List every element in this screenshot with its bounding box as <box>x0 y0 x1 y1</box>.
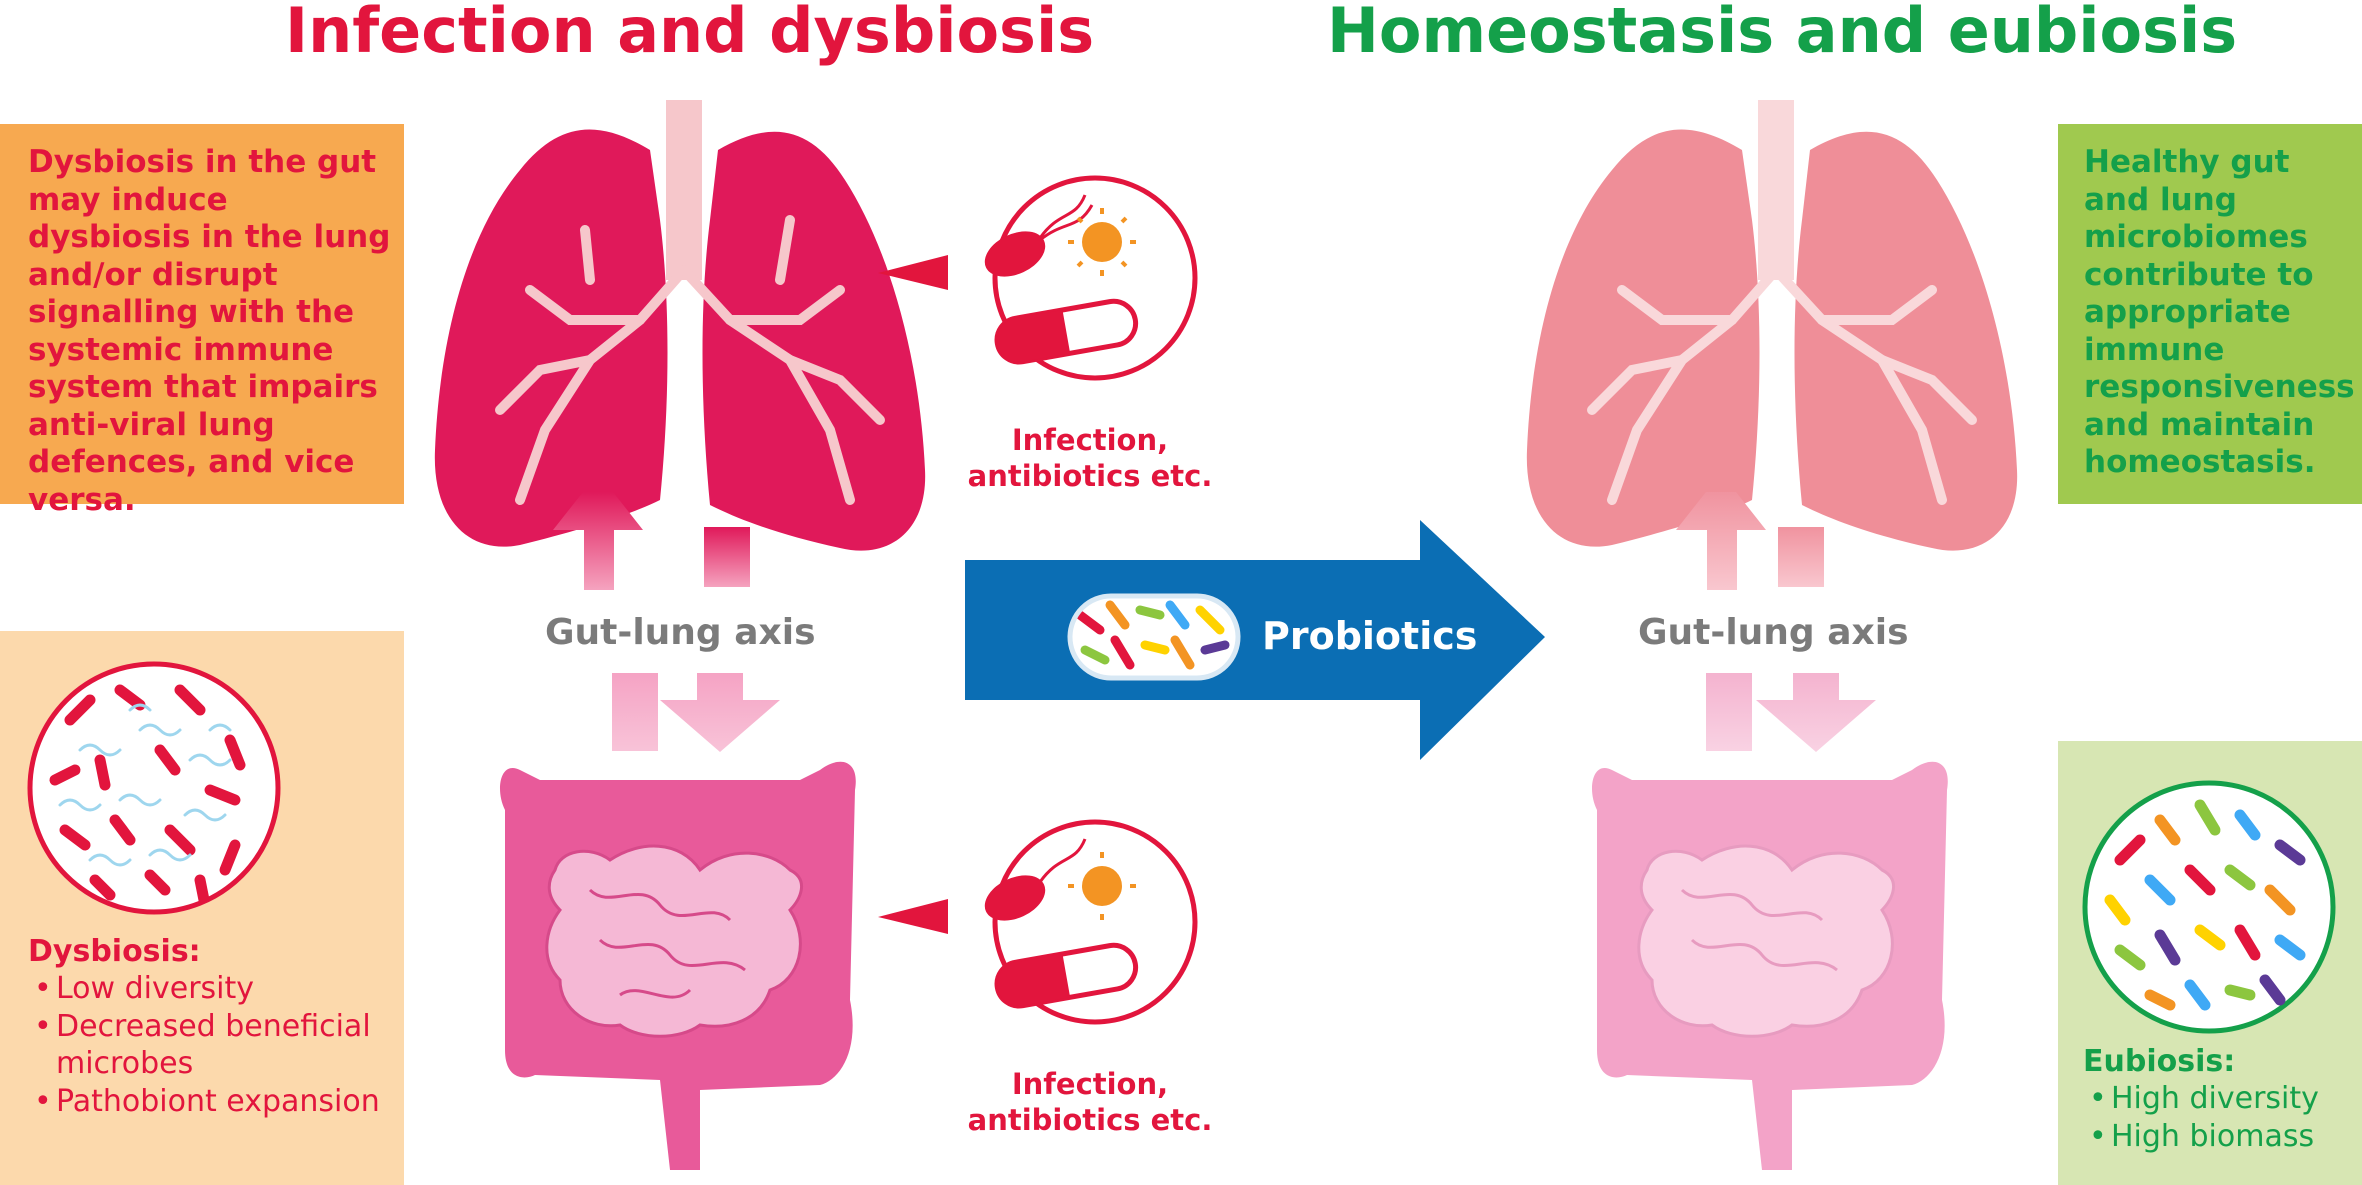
intestine-icon-eubiosis <box>1592 761 1948 1170</box>
eubiosis-list-heading: Eubiosis: <box>2083 1044 2236 1079</box>
gut-cause-callout <box>878 819 1198 1025</box>
title-homeostasis-eubiosis: Homeostasis and eubiosis <box>1327 0 2238 67</box>
eubiosis-description-text: Healthy gut and lung microbiomes contrib… <box>2084 144 2355 480</box>
probiotics-arrow <box>965 520 1545 760</box>
lung-cause-label: Infection, antibiotics etc. <box>967 423 1213 493</box>
probiotics-label: Probiotics <box>1262 614 1478 658</box>
dysbiosis-list-item: Low diversity <box>28 970 398 1008</box>
lungs-icon-dysbiosis <box>434 100 926 551</box>
eubiosis-list-item: High diversity <box>2083 1080 2353 1118</box>
eubiosis-description-box: Healthy gut and lung microbiomes contrib… <box>2058 124 2362 504</box>
eubiosis-list-item: High biomass <box>2083 1118 2353 1156</box>
dysbiosis-list-item: Pathobiont expansion <box>28 1083 398 1121</box>
dysbiosis-description-text: Dysbiosis in the gut may induce dysbiosi… <box>28 144 391 518</box>
gut-lung-axis-label-right: Gut-lung axis <box>1638 612 1909 653</box>
gut-lung-axis-label-left: Gut-lung axis <box>545 612 816 653</box>
antibiotic-capsule-icon <box>994 298 1139 365</box>
eubiosis-list: Eubiosis: High diversity High biomass <box>2083 1044 2353 1155</box>
microbiome-circle-icon-dysbiosis <box>27 661 281 915</box>
dysbiosis-list: Dysbiosis: Low diversity Decreased benef… <box>28 934 398 1120</box>
lung-cause-callout <box>878 175 1198 381</box>
gut-lung-axis-arrows-left <box>553 492 780 752</box>
microbiome-circle-icon-eubiosis <box>2082 780 2336 1034</box>
title-infection-dysbiosis: Infection and dysbiosis <box>285 0 1095 67</box>
bacterium-icon <box>984 194 1094 277</box>
lungs-icon-eubiosis <box>1526 100 2018 551</box>
intestine-icon-dysbiosis <box>500 761 856 1170</box>
gut-lung-axis-arrows-right <box>1676 492 1876 752</box>
dysbiosis-description-box: Dysbiosis in the gut may induce dysbiosi… <box>0 124 404 518</box>
dysbiosis-list-heading: Dysbiosis: <box>28 934 201 969</box>
virus-icon <box>1068 208 1136 276</box>
dysbiosis-list-item: Decreased beneficial microbes <box>28 1008 398 1083</box>
probiotic-capsule-icon <box>1067 593 1241 681</box>
gut-cause-label: Infection, antibiotics etc. <box>967 1067 1213 1137</box>
